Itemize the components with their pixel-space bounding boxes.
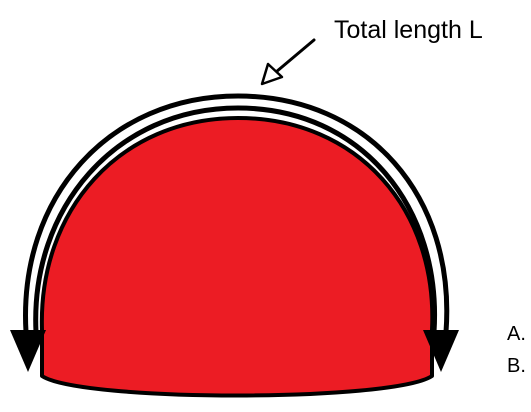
option-a-label: A. xyxy=(507,323,526,345)
pointer-arrow-icon xyxy=(262,40,314,84)
option-b-label: B. xyxy=(507,355,526,377)
arc-length-label: Total length L xyxy=(334,16,483,44)
